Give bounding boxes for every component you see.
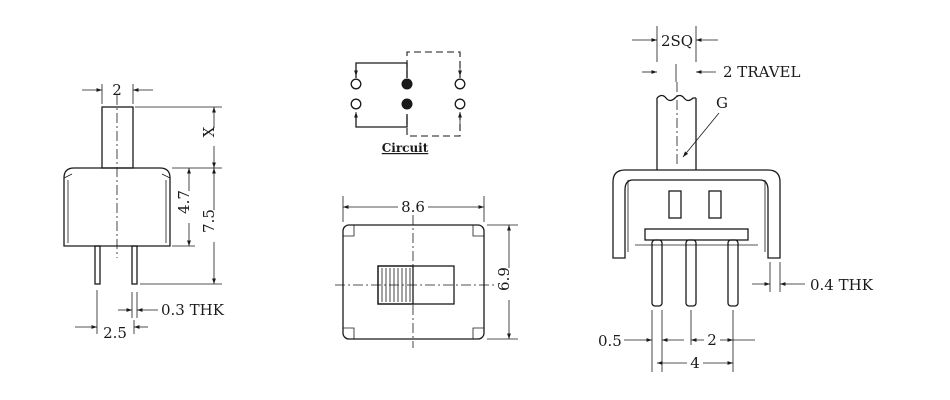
circuit-common-contact [401, 78, 413, 90]
front-view: 2SQ 2 TRAVEL G 0.4 THK 0.5 2 4 [598, 26, 874, 372]
front-pin [685, 239, 697, 307]
front-dim-2sq: 2SQ [661, 32, 693, 50]
front-dim-4: 4 [690, 354, 700, 372]
circuit-common-contact [401, 98, 413, 110]
front-dim-travel: 2 TRAVEL [723, 63, 800, 81]
top-view: 8.6 6.9 [335, 196, 518, 348]
side-pin-right [131, 245, 138, 285]
front-housing [612, 169, 781, 259]
front-actuator [656, 98, 697, 170]
front-pin [651, 239, 663, 307]
front-slot [708, 190, 722, 219]
circuit-terminal [454, 78, 466, 90]
front-dim-2: 2 [707, 331, 717, 349]
top-dim-8-6: 8.6 [401, 198, 425, 216]
side-pin-left [94, 245, 101, 285]
side-dim-x: X [200, 126, 218, 137]
front-pin [727, 239, 739, 307]
circuit-label: Circuit [382, 141, 429, 155]
front-dim-thk: 0.4 THK [810, 276, 874, 294]
front-dim-0-5: 0.5 [598, 332, 622, 350]
side-view: 2 X 4.7 7.5 0.3 THK 2.5 [63, 81, 225, 342]
side-dim-7-5: 7.5 [200, 209, 218, 233]
front-base-plate [644, 228, 749, 241]
top-dim-6-9: 6.9 [495, 267, 513, 291]
side-dim-2: 2 [112, 81, 122, 99]
circuit-diagram: Circuit [350, 51, 466, 155]
circuit-terminal [350, 98, 362, 110]
side-dim-2-5: 2.5 [103, 324, 127, 342]
front-slot [668, 190, 682, 219]
circuit-terminal [350, 78, 362, 90]
front-label-g: G [716, 94, 728, 112]
side-dim-4-7: 4.7 [175, 190, 193, 214]
side-dim-thk: 0.3 THK [161, 301, 225, 319]
top-body [342, 224, 485, 340]
circuit-terminal [454, 98, 466, 110]
side-actuator [101, 106, 134, 169]
